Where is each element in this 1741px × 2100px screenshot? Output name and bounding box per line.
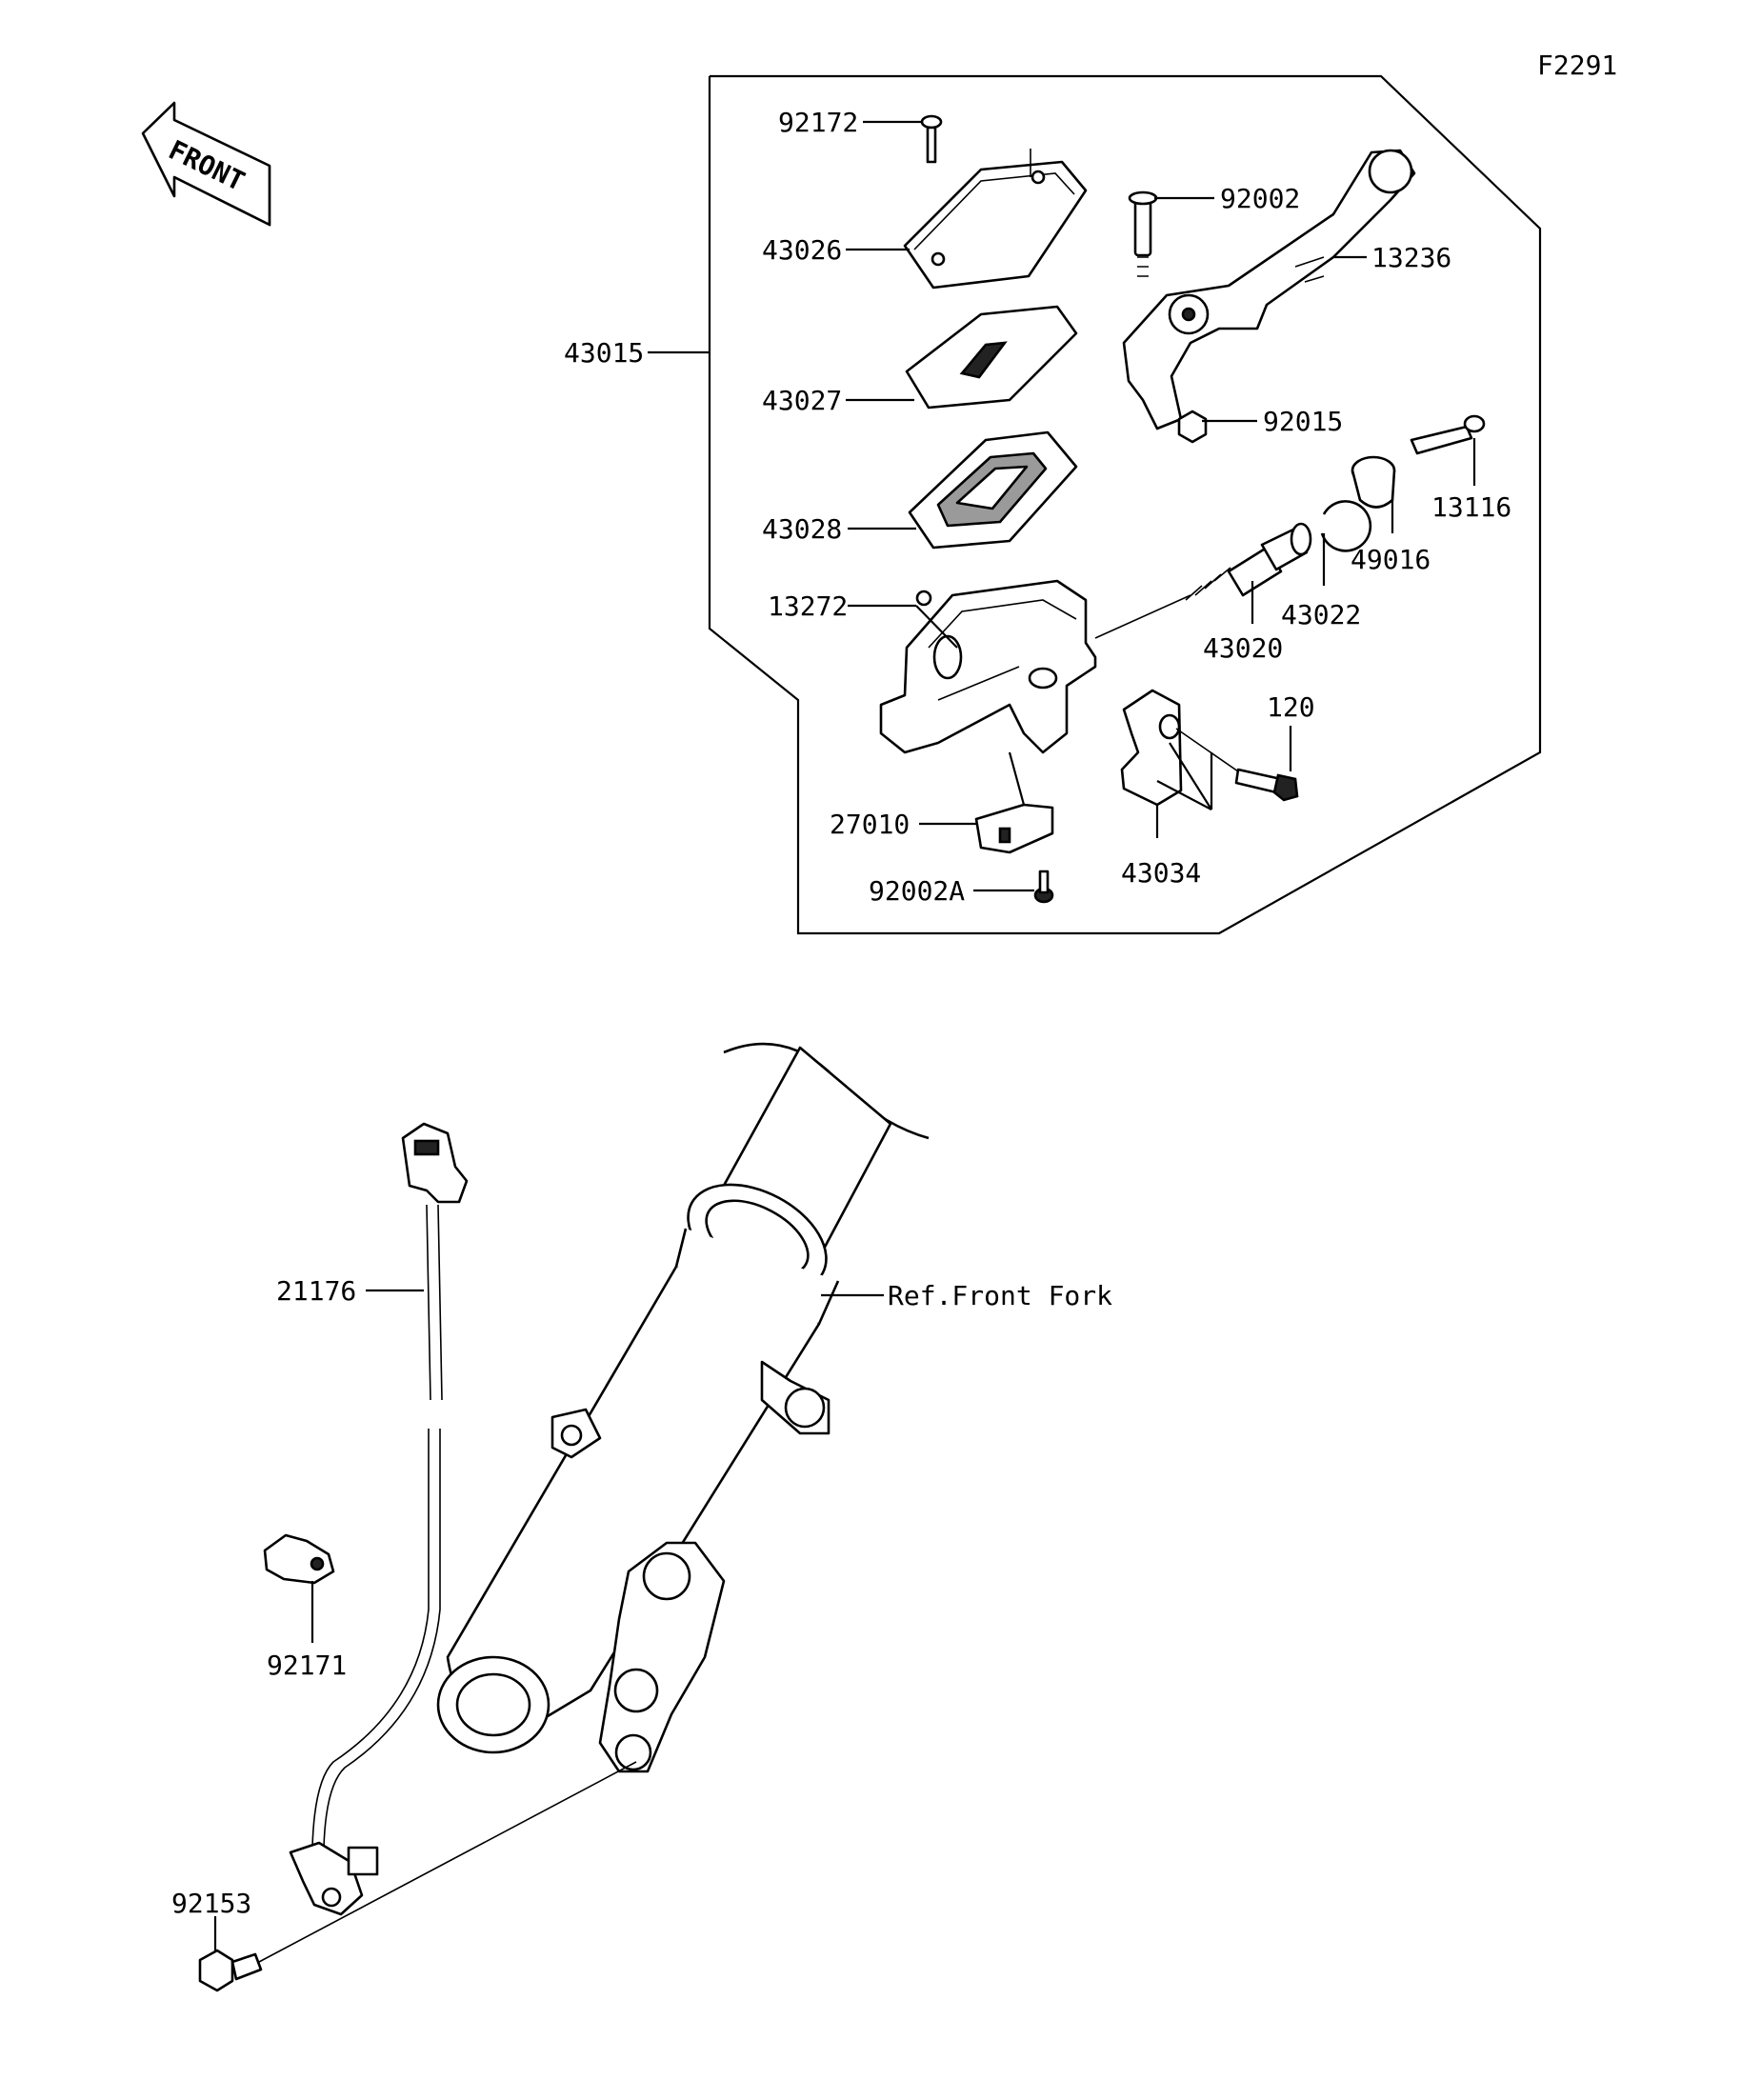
label-92172: 92172: [778, 107, 858, 138]
front-arrow-icon: FRONT: [141, 101, 271, 227]
label-43022: 43022: [1281, 599, 1361, 630]
label-92171: 92171: [267, 1650, 347, 1681]
part-92153-bolt: [198, 1949, 263, 1992]
label-ref-front-fork: Ref.Front Fork: [888, 1280, 1112, 1311]
label-43027: 43027: [762, 385, 842, 416]
label-92002: 92002: [1220, 183, 1300, 214]
assembly-43015-outline: [708, 74, 1542, 935]
label-21176: 21176: [276, 1275, 356, 1307]
part-43027-plate: [905, 305, 1078, 410]
part-92172-screw: [920, 114, 943, 164]
label-92002a: 92002A: [869, 875, 965, 907]
part-43020-piston: [1094, 522, 1312, 639]
part-92002a-screw: [1033, 870, 1054, 904]
part-43028-diaphragm: [908, 430, 1078, 550]
leader-lines-lower: [213, 1289, 884, 1963]
part-13116-bolt: [1410, 414, 1486, 455]
part-49016-boot: [1351, 455, 1396, 509]
label-13236: 13236: [1371, 242, 1451, 273]
label-43015: 43015: [564, 337, 644, 369]
part-27010-switch: [974, 803, 1054, 854]
label-43034: 43034: [1121, 857, 1201, 889]
label-92153: 92153: [171, 1888, 251, 1919]
label-120: 120: [1267, 691, 1315, 723]
label-27010: 27010: [830, 809, 910, 840]
label-49016: 49016: [1351, 544, 1431, 575]
label-13272: 13272: [768, 590, 848, 622]
part-43026-reservoir-cap: [903, 149, 1088, 290]
label-43026: 43026: [762, 234, 842, 266]
label-92015: 92015: [1263, 406, 1343, 437]
label-13116: 13116: [1431, 491, 1511, 523]
label-43028: 43028: [762, 513, 842, 545]
part-120-bolt: [1175, 728, 1299, 802]
part-front-fork: [436, 1042, 930, 1773]
diagram-code: F2291: [1537, 50, 1617, 81]
part-13236-brake-lever: [1122, 149, 1416, 430]
part-13272-screw: [915, 590, 932, 607]
part-92015-nut: [1177, 410, 1208, 444]
part-92002-pivot-pin: [1128, 190, 1158, 277]
part-21176-abs-sensor: [289, 1122, 469, 1916]
part-43034-clamp: [1120, 689, 1183, 807]
leader-lines-upper: [648, 120, 1476, 892]
part-43022-circlip: [1320, 500, 1372, 552]
label-43020: 43020: [1203, 632, 1283, 664]
part-92171-clamp: [263, 1533, 335, 1585]
